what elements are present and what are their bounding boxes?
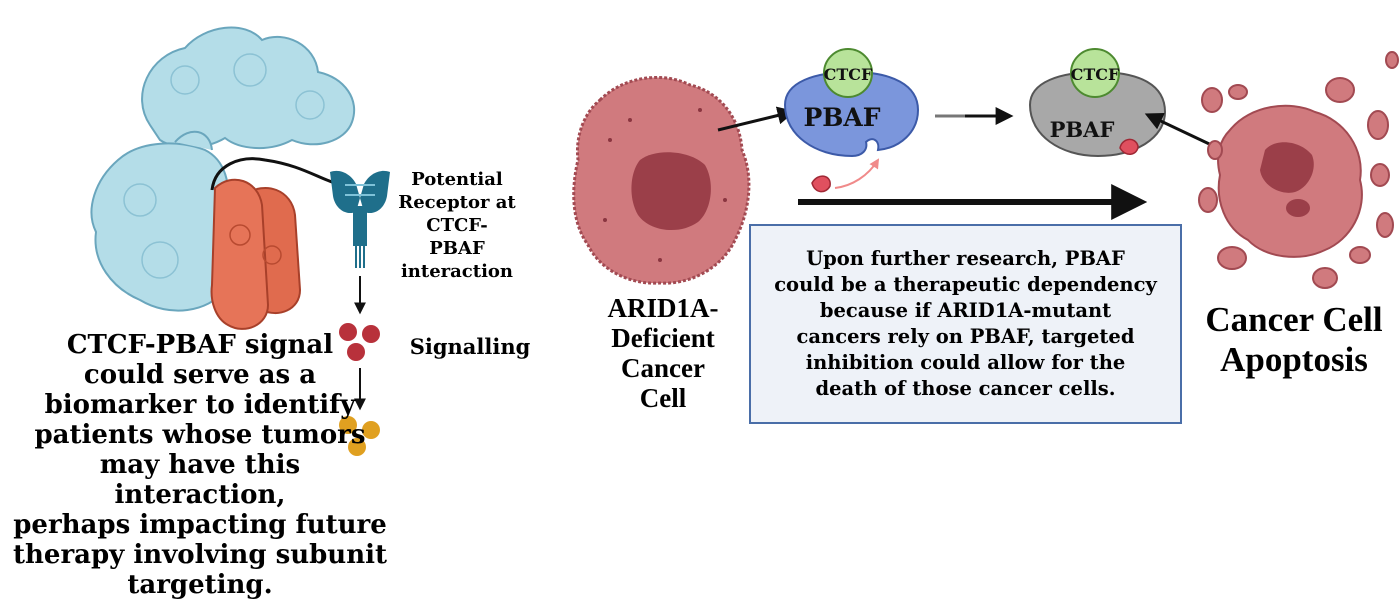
ctcf-active-label: CTCF <box>824 65 873 84</box>
pbaf-inhibited-complex: CTCF PBAF <box>1028 48 1167 158</box>
arid1a-cell-label: ARID1A- Deficient Cancer Cell <box>607 293 719 413</box>
left-caption: CTCF-PBAF signal could serve as a biomar… <box>13 330 387 600</box>
pbaf-inhibited-label: PBAF <box>1050 117 1115 142</box>
info-box-text: Upon further research, PBAF could be a t… <box>774 247 1157 400</box>
pbaf-active-label: PBAF <box>803 103 880 132</box>
cancer-cell-icon <box>572 75 751 285</box>
membrane-receptor-icon <box>330 170 390 268</box>
chromatin-complex-icon <box>90 26 356 330</box>
diagram-svg: CTCF PBAF CTCF PBAF <box>90 26 1399 456</box>
receptor-label: Potential Receptor at CTCF- PBAF interac… <box>398 169 516 282</box>
signalling-label: Signalling <box>409 334 531 359</box>
apoptotic-cell-icon <box>1198 51 1399 289</box>
signalling-cascade <box>339 276 380 456</box>
pbaf-active-complex: CTCF PBAF <box>783 48 920 158</box>
apoptosis-label: Cancer Cell Apoptosis <box>1205 300 1383 379</box>
diagram-canvas: CTCF PBAF CTCF PBAF Potential R <box>13 26 1399 600</box>
ctcf-inhibited-label: CTCF <box>1071 65 1120 84</box>
inhibitor-icon <box>811 175 831 193</box>
info-box: Upon further research, PBAF could be a t… <box>749 224 1182 424</box>
